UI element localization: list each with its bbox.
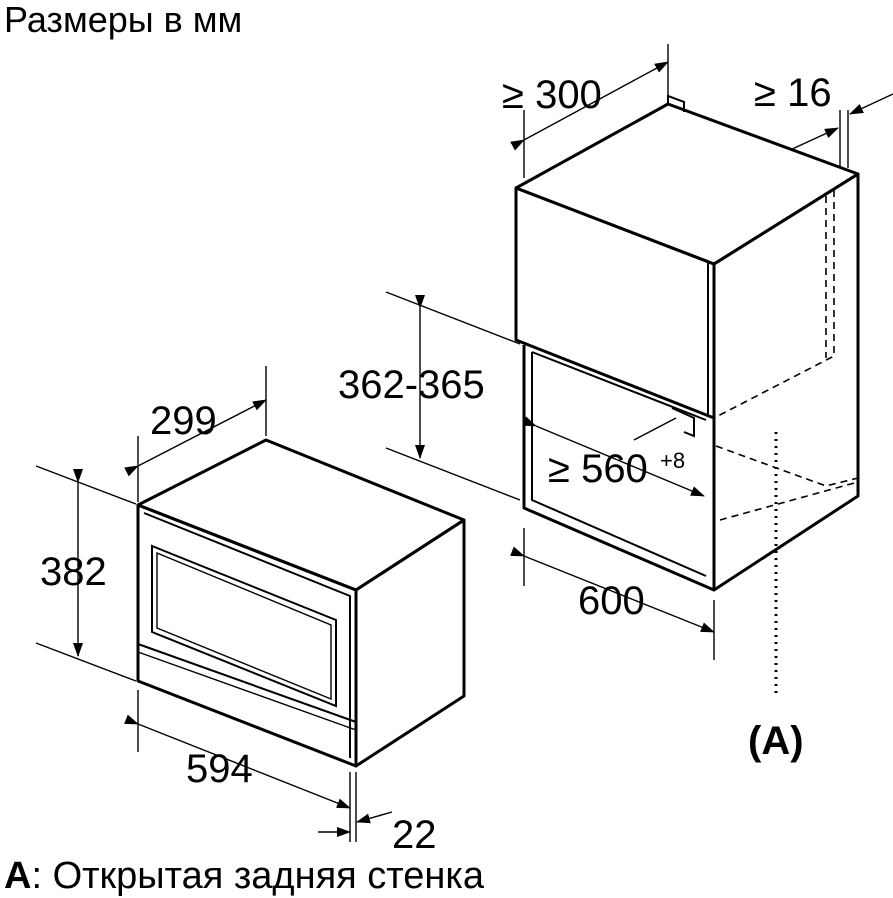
dim-oven-height: 382: [35, 465, 137, 682]
dim-oven-depth: 299: [124, 366, 267, 502]
oven-drawing: [136, 438, 466, 768]
rear-opening-marker: (A): [748, 432, 804, 763]
dim-cabinet-width: 600: [510, 528, 715, 660]
label-niche-height: 362-365: [338, 363, 485, 407]
page-title: Размеры в мм: [4, 0, 243, 40]
label-rear-opening: (A): [748, 719, 804, 763]
label-niche-width-tolerance: +8: [660, 448, 685, 473]
label-oven-width: 594: [186, 747, 253, 791]
dim-oven-width: 594: [124, 690, 351, 842]
dim-niche-height: 362-365: [338, 291, 521, 501]
label-niche-depth: ≥ 300: [502, 73, 602, 117]
label-oven-height: 382: [40, 550, 107, 594]
legend-text: : Открытая задняя стенка: [31, 855, 484, 897]
dim-niche-side-gap: ≥ 16: [754, 71, 893, 168]
label-front-panel: 22: [392, 813, 437, 857]
label-cabinet-width: 600: [578, 579, 645, 623]
label-oven-depth: 299: [150, 399, 217, 443]
legend: A: Открытая задняя стенка: [4, 857, 484, 895]
dim-niche-width: ≥ 560 +8: [522, 416, 705, 497]
dim-front-panel: 22: [318, 772, 437, 857]
dim-niche-depth: ≥ 300: [502, 44, 669, 178]
cabinet-drawing: [514, 94, 860, 592]
label-niche-width: ≥ 560: [548, 447, 648, 491]
legend-key: A: [4, 855, 32, 897]
label-niche-side-gap: ≥ 16: [754, 71, 832, 115]
